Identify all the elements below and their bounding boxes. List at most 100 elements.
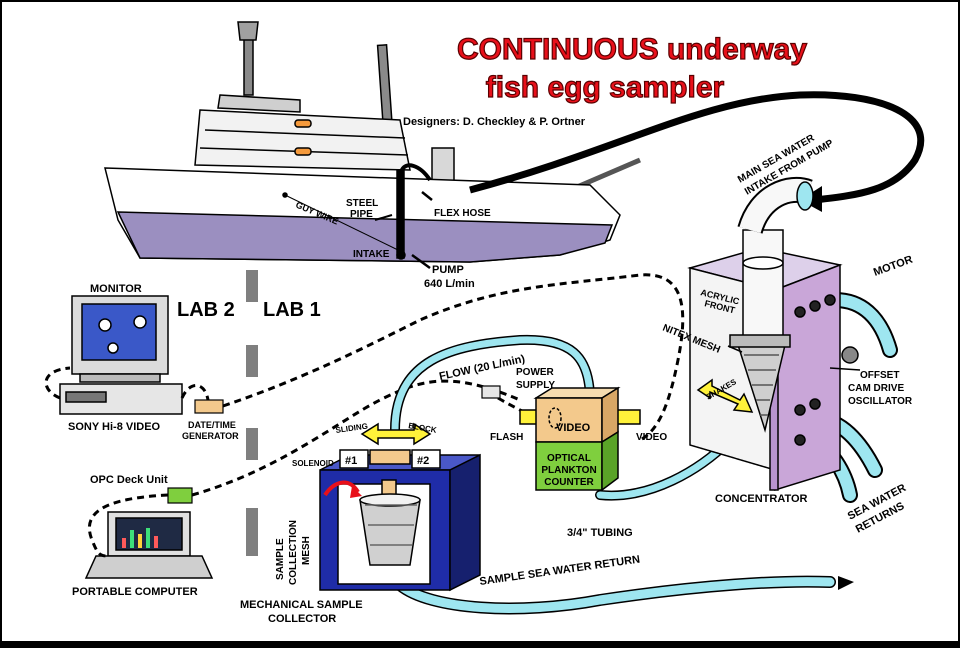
- deck-line-1: [204, 129, 406, 139]
- steel-pipe-label-2: PIPE: [350, 209, 373, 220]
- video-box-label: VIDEO: [556, 422, 591, 434]
- monitor-base: [79, 373, 161, 383]
- bolt-4: [794, 404, 806, 416]
- video-deck-label: SONY Hi-8 VIDEO: [68, 421, 161, 433]
- flow-tube: [391, 336, 594, 434]
- nitex-pointer: [727, 345, 743, 353]
- power-supply-label-2: SUPPLY: [516, 380, 555, 391]
- solenoid-label: SOLENOID: [292, 459, 334, 468]
- bolt-5: [809, 398, 821, 410]
- cable-power-flash: [497, 396, 531, 417]
- bridge-deck: [194, 109, 411, 171]
- intake-point: [396, 250, 406, 260]
- sample-mesh-label-3: MESH: [301, 536, 312, 565]
- bucket-bands: [365, 504, 417, 546]
- optical-plankton-counter: [519, 386, 641, 492]
- research-ship: [104, 21, 641, 270]
- opc-label-3: COUNTER: [544, 477, 594, 488]
- bucket-rim: [359, 493, 421, 507]
- opc-label-2: PLANKTON: [541, 465, 596, 476]
- bolt-6: [794, 434, 806, 446]
- lab-1-label: LAB 1: [263, 299, 321, 321]
- solenoid-1: [339, 449, 369, 469]
- monitor: [71, 295, 169, 383]
- lab-2-label: LAB 2: [177, 299, 235, 321]
- collector-label-1: MECHANICAL SAMPLE: [240, 599, 363, 611]
- power-supply: [481, 385, 501, 399]
- cable-opc-computer: [87, 493, 169, 558]
- oscillator-label-2: CAM DRIVE: [848, 383, 904, 394]
- pump-rate-label: 640 L/min: [424, 278, 475, 290]
- oscillator-label-1: OFFSET: [860, 370, 899, 381]
- video-line-label: VIDEO: [636, 432, 667, 443]
- mesh-flange: [729, 334, 791, 348]
- sample-mesh-red-arrow: [323, 480, 360, 497]
- signal-cables: [44, 273, 685, 558]
- date-time-label-1: DATE/TIME: [188, 420, 236, 430]
- screen-bar-1: [122, 538, 126, 548]
- solenoid-2-label: #2: [417, 455, 429, 467]
- cable-video-monitor: [44, 366, 71, 400]
- flex-hose-arrow: [421, 191, 433, 201]
- steel-pipe-arrow: [374, 214, 393, 221]
- laptop-keyboard: [84, 555, 214, 579]
- lab-divider: [246, 270, 258, 556]
- sliding-block-arrow: [360, 422, 432, 446]
- date-time-label-2: GENERATOR: [182, 431, 239, 441]
- screen-egg-1: [98, 318, 112, 332]
- screen-bar-4: [146, 528, 150, 548]
- divider-dash-3: [246, 428, 258, 460]
- hull-lower: [116, 211, 614, 263]
- cable-opc-line: [191, 379, 521, 497]
- divider-dash-4: [246, 508, 258, 556]
- screen-egg-3: [107, 342, 119, 354]
- designers-label: Designers: D. Checkley & P. Ortner: [403, 116, 586, 128]
- bolt-1: [794, 306, 806, 318]
- cam-drive: [841, 346, 859, 364]
- collector-side: [449, 453, 481, 592]
- opc-label-1: OPTICAL: [547, 453, 591, 464]
- opc-body-side: [601, 430, 619, 492]
- bolt-3: [824, 294, 836, 306]
- concentrator: [687, 176, 859, 492]
- steel-pipe: [396, 169, 405, 259]
- screen-bar-3: [138, 534, 142, 548]
- mesh-lines: [744, 354, 779, 416]
- mechanical-sample-collector: [319, 449, 481, 592]
- pump-label: PUMP: [432, 264, 464, 276]
- monitor-label: MONITOR: [90, 283, 142, 295]
- main-intake-opening: [796, 181, 814, 211]
- main-intake-flow-line: [469, 91, 925, 204]
- portable-computer: [84, 511, 214, 579]
- flash-label: FLASH: [490, 432, 523, 443]
- shakes-arrow: [696, 378, 754, 413]
- flex-hose-label: FLEX HOSE: [434, 208, 491, 219]
- solenoid-2: [411, 449, 441, 469]
- bucket: [359, 499, 421, 566]
- opc-lens: [548, 407, 562, 429]
- motor-hose: [829, 294, 896, 356]
- portable-computer-label: PORTABLE COMPUTER: [72, 586, 198, 598]
- guy-wire: [284, 194, 399, 251]
- mast-top: [237, 21, 259, 41]
- intake-pipe: [742, 229, 784, 341]
- sample-mesh-label-1: SAMPLE: [275, 538, 286, 580]
- wheelhouse: [217, 94, 301, 113]
- title-line-1: CONTINUOUS underway: [457, 33, 807, 66]
- sliding-label: SLIDING: [335, 422, 368, 435]
- intake-pipe-rim: [742, 256, 784, 270]
- intake-label: INTAKE: [353, 249, 390, 260]
- screen-egg-2: [133, 315, 147, 329]
- divider-dash-2: [246, 345, 258, 377]
- title-line-2: fish egg sampler: [486, 71, 725, 104]
- cable-video-line: [222, 273, 685, 442]
- video-deck: [59, 383, 183, 415]
- video-housing: [535, 397, 603, 443]
- flex-hose: [399, 163, 432, 182]
- pump-arrow: [411, 253, 431, 270]
- monitor-screen: [81, 303, 157, 361]
- solenoid-1-label: #1: [345, 455, 357, 467]
- return-tube: [395, 577, 835, 613]
